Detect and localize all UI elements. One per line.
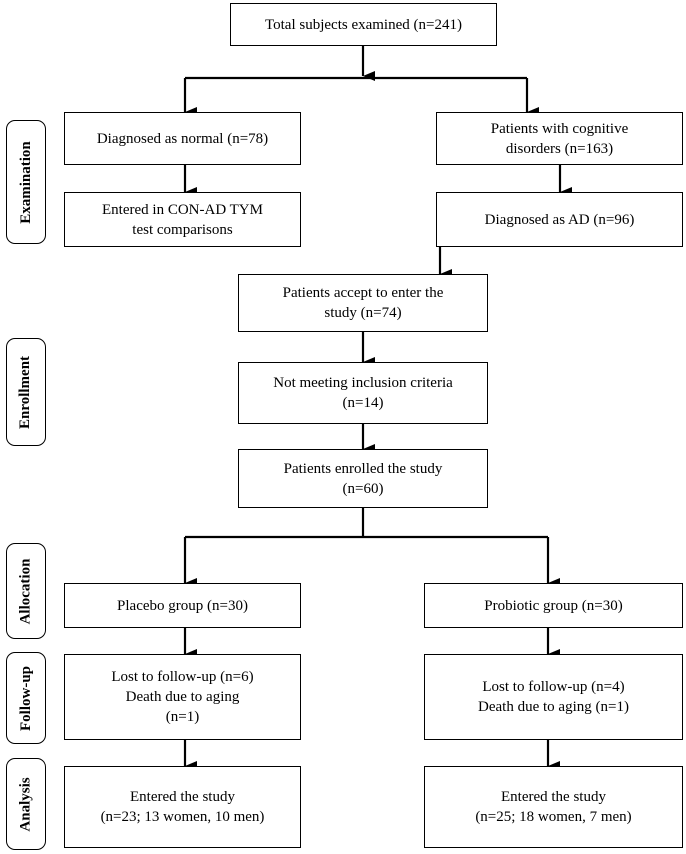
stage-examination: Examination [6,120,46,244]
stage-analysis-label: Analysis [17,776,34,832]
box-total-subjects-line-1: Total subjects examined (n=241) [265,16,462,33]
stage-allocation: Allocation [6,543,46,639]
box-lost-follow-up-placebo-line-3: (n=1) [165,709,200,725]
box-diagnosed-ad-line-1: Diagnosed as AD (n=96) [484,211,635,228]
box-entered-study-placebo-line-1: Entered the study [130,789,235,805]
stage-examination-label: Examination [17,140,34,224]
box-entered-study-probiotic: Entered the study (n=25; 18 women, 7 men… [424,766,683,848]
stage-follow-up: Follow-up [6,652,46,744]
stage-allocation-label: Allocation [17,558,34,624]
box-not-meeting-criteria: Not meeting inclusion criteria (n=14) [238,362,488,424]
box-lost-follow-up-placebo-line-1: Lost to follow-up (n=6) [111,669,254,685]
box-probiotic-group-line-1: Probiotic group (n=30) [484,597,623,614]
box-probiotic-group: Probiotic group (n=30) [424,583,683,628]
box-diagnosed-ad: Diagnosed as AD (n=96) [436,192,683,247]
box-entered-study-probiotic-line-2: (n=25; 18 women, 7 men) [475,809,632,825]
box-entered-study-probiotic-line-1: Entered the study [501,789,606,805]
box-placebo-group: Placebo group (n=30) [64,583,301,628]
stage-follow-up-label: Follow-up [17,665,34,731]
box-enrolled-study: Patients enrolled the study (n=60) [238,449,488,508]
box-diagnosed-normal-line-1: Diagnosed as normal (n=78) [96,130,269,147]
box-enrolled-study-line-2: (n=60) [342,480,384,497]
box-accept-study: Patients accept to enter the study (n=74… [238,274,488,332]
stage-analysis: Analysis [6,758,46,850]
box-con-ad-tym-line-1: Entered in CON-AD TYM [102,201,263,218]
box-total-subjects: Total subjects examined (n=241) [230,3,497,46]
box-lost-follow-up-probiotic-line-1: Lost to follow-up (n=4) [482,679,625,695]
box-cognitive-disorders: Patients with cognitive disorders (n=163… [436,112,683,165]
box-con-ad-tym: Entered in CON-AD TYM test comparisons [64,192,301,247]
box-lost-follow-up-placebo-line-2: Death due to aging [125,689,240,705]
box-lost-follow-up-probiotic-line-2: Death due to aging (n=1) [478,699,629,715]
box-lost-follow-up-probiotic: Lost to follow-up (n=4) Death due to agi… [424,654,683,740]
box-cognitive-disorders-line-1: Patients with cognitive [490,120,629,137]
box-accept-study-line-2: study (n=74) [324,305,402,321]
box-not-meeting-criteria-line-1: Not meeting inclusion criteria [273,375,453,391]
box-not-meeting-criteria-line-2: (n=14) [342,395,384,411]
stage-enrollment: Enrollment [6,338,46,446]
box-entered-study-placebo: Entered the study (n=23; 13 women, 10 me… [64,766,301,848]
box-enrolled-study-line-1: Patients enrolled the study [283,460,443,477]
stage-enrollment-label: Enrollment [17,355,34,429]
box-lost-follow-up-placebo: Lost to follow-up (n=6) Death due to agi… [64,654,301,740]
box-diagnosed-normal: Diagnosed as normal (n=78) [64,112,301,165]
box-placebo-group-line-1: Placebo group (n=30) [117,597,248,614]
box-con-ad-tym-line-2: test comparisons [132,221,233,238]
box-accept-study-line-1: Patients accept to enter the [282,285,444,301]
box-entered-study-placebo-line-2: (n=23; 13 women, 10 men) [100,809,265,825]
box-cognitive-disorders-line-2: disorders (n=163) [505,140,614,157]
